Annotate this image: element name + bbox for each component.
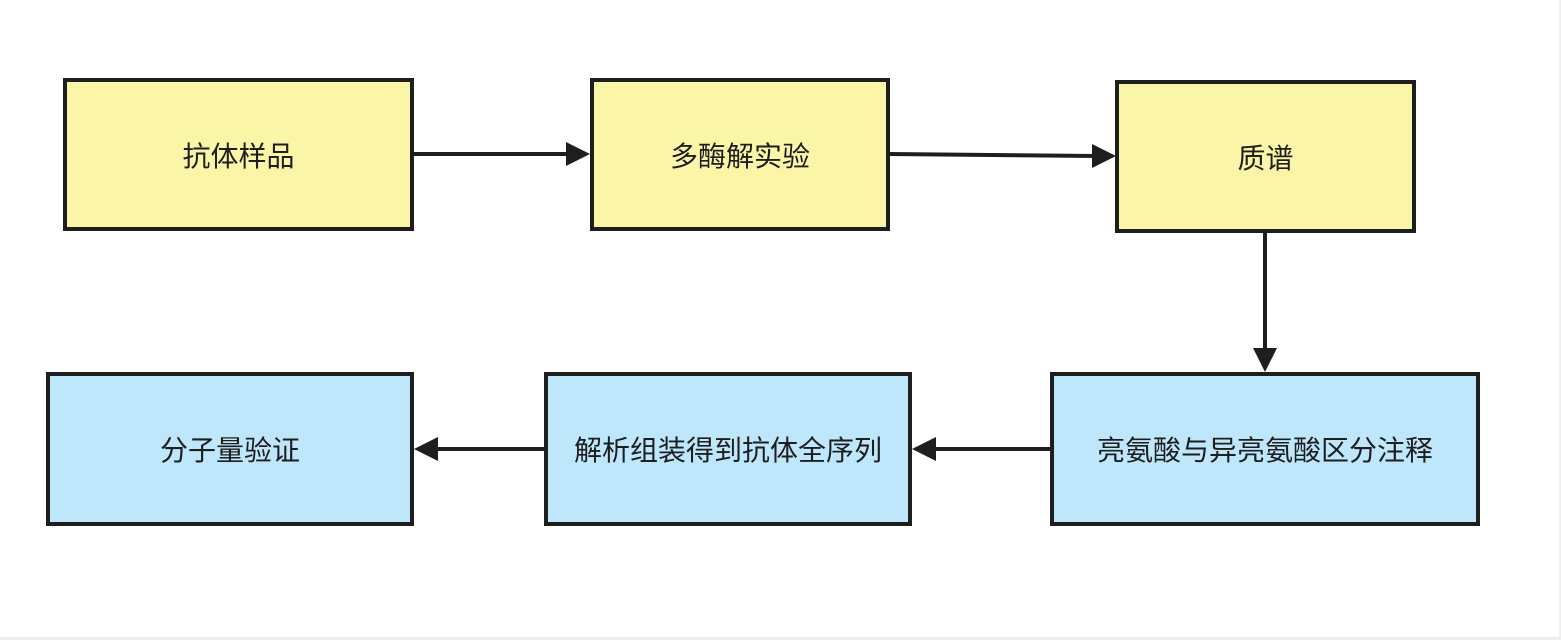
node-molecular-weight-verification[interactable]: 分子量验证 [46,372,414,526]
arrow-leuile-to-assembly [912,437,1051,461]
node-antibody-sample[interactable]: 抗体样品 [63,78,414,231]
node-sequence-assembly[interactable]: 解析组装得到抗体全序列 [544,372,912,526]
arrow-massspec-to-leuile [1253,232,1277,372]
arrow-assembly-to-mwverify [414,437,545,461]
node-mass-spectrometry[interactable]: 质谱 [1115,80,1416,233]
arrow-sample-to-enzyme [412,142,590,166]
node-leu-ile-annotation[interactable]: 亮氨酸与异亮氨酸区分注释 [1050,372,1480,526]
arrow-enzyme-to-massspec [887,144,1116,168]
node-multi-enzyme-experiment[interactable]: 多酶解实验 [590,78,890,231]
